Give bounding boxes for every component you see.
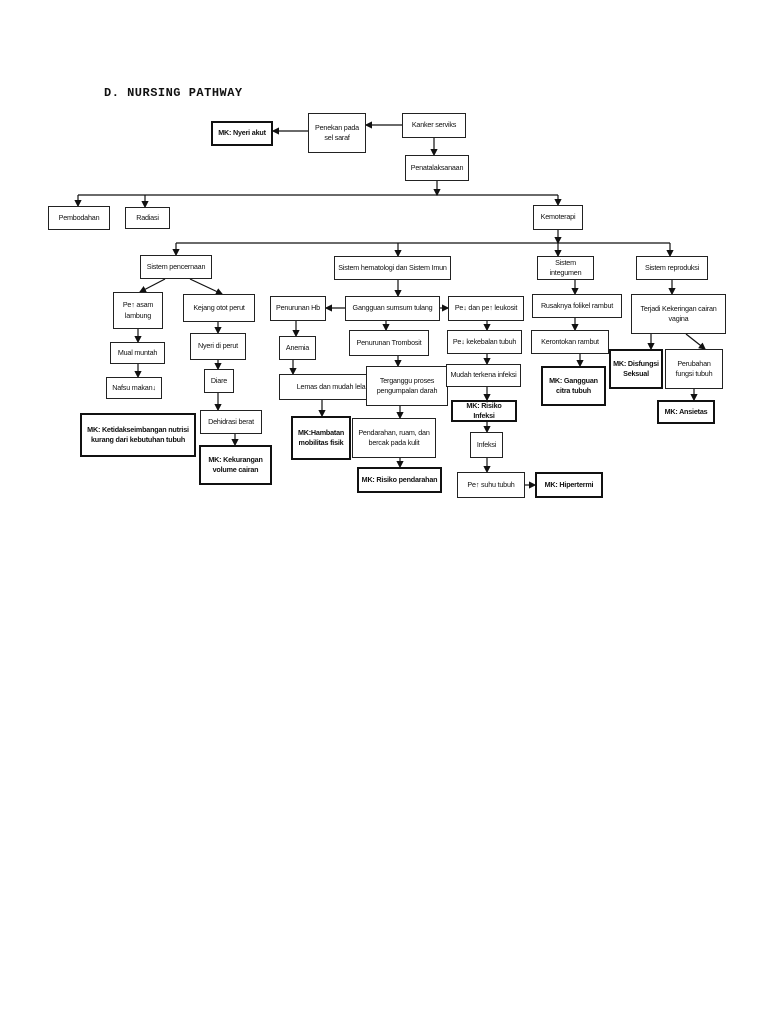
node-anemia: Anemia (279, 336, 316, 360)
node-gangguan-sumsum: Gangguan sumsum tulang (345, 296, 440, 321)
mk-risiko-pendarahan: MK: Risiko pendarahan (357, 467, 442, 493)
mk-ansietas: MK: Ansietas (657, 400, 715, 424)
node-asam-lambung: Pe↑ asam lambung (113, 292, 163, 329)
node-kerontokan: Kerontokan rambut (531, 330, 609, 354)
node-nafsu-makan: Nafsu makan↓ (106, 377, 162, 399)
node-kanker-serviks: Kanker serviks (402, 113, 466, 138)
node-leukosit: Pe↓ dan pe↑ leukosit (448, 296, 524, 321)
mk-kekurangan-volume: MK: Kekurangan volume cairan (199, 445, 272, 485)
mk-hambatan-mobilitas: MK:Hambatan mobilitas fisik (291, 416, 351, 460)
mk-risiko-infeksi: MK: Risiko Infeksi (451, 400, 517, 422)
node-diare: Diare (204, 369, 234, 393)
node-penurunan-trombosit: Penurunan Trombosit (349, 330, 429, 356)
node-suhu-tubuh: Pe↑ suhu tubuh (457, 472, 525, 498)
mk-nyeri-akut: MK: Nyeri akut (211, 121, 273, 146)
node-mual-muntah: Mual muntah (110, 342, 165, 364)
page-title: D. NURSING PATHWAY (104, 86, 243, 100)
node-rusaknya-folikel: Rusaknya folikel rambut (532, 294, 622, 318)
arrow-connector (189, 278, 224, 295)
node-kekeringan: Terjadi Kekeringan cairan vagina (631, 294, 726, 334)
mk-hipertermi: MK: Hipertermi (535, 472, 603, 498)
node-sistem-pencernaan: Sistem pencernaan (140, 255, 212, 279)
mk-disfungsi-seksual: MK: Disfungsi Seksual (609, 349, 663, 389)
node-sistem-integumen: Sistem integumen (537, 256, 594, 280)
arrow-connector (138, 278, 166, 293)
mk-nutrisi: MK: Ketidakseimbangan nutrisi kurang dar… (80, 413, 196, 457)
node-penatalaksanaan: Penatalaksanaan (405, 155, 469, 181)
node-nyeri-perut: Nyeri di perut (190, 333, 246, 360)
node-sistem-reproduksi: Sistem reproduksi (636, 256, 708, 280)
node-penurunan-hb: Penurunan Hb (270, 296, 326, 321)
node-sistem-hematologi: Sistem hematologi dan Sistem Imun (334, 256, 451, 280)
node-infeksi: Infeksi (470, 432, 503, 458)
node-penekan: Penekan pada sel saraf (308, 113, 366, 153)
node-kejang-otot: Kejang otot perut (183, 294, 255, 322)
node-mudah-infeksi: Mudah terkena infeksi (446, 364, 521, 387)
node-kemoterapi: Kemoterapi (533, 205, 583, 230)
node-radiasi: Radiasi (125, 207, 170, 229)
node-pendarahan: Pendarahan, ruam, dan bercak pada kulit (352, 418, 436, 458)
node-terganggu: Terganggu proses pengumpalan darah (366, 366, 448, 406)
node-pembedahan: Pembodahan (48, 206, 110, 230)
node-perubahan-fungsi: Perubahan fungsi tubuh (665, 349, 723, 389)
mk-gangguan-citra: MK: Gangguan citra tubuh (541, 366, 606, 406)
node-kekebalan: Pe↓ kekebalan tubuh (447, 330, 522, 354)
arrow-connector (685, 333, 706, 350)
node-dehidrasi: Dehidrasi berat (200, 410, 262, 434)
